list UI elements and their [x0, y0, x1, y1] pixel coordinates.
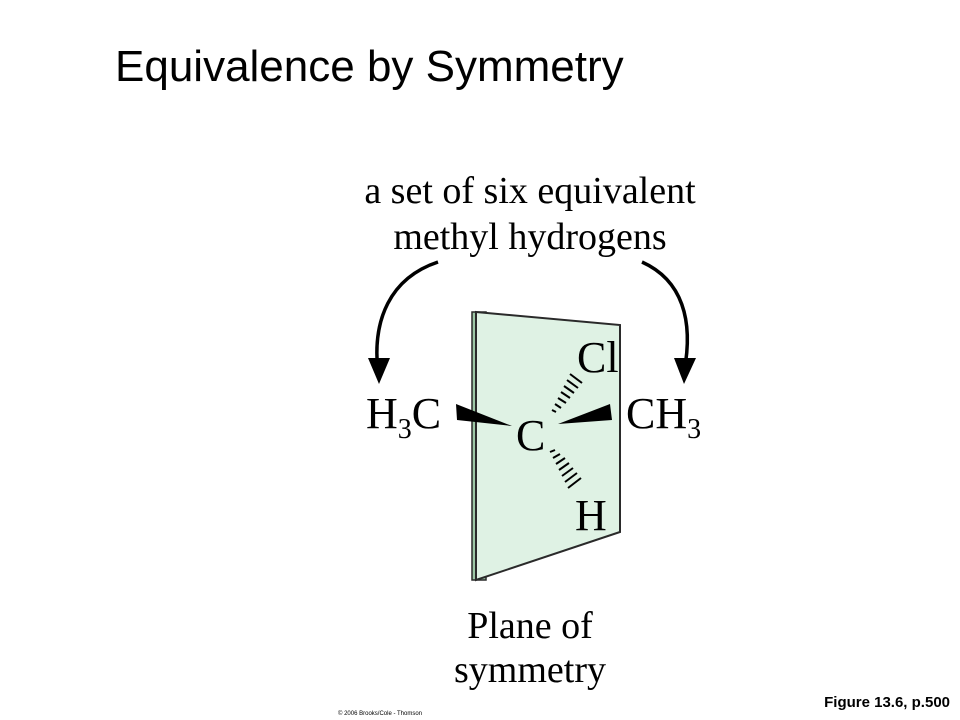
equivalent-hydrogens-label: a set of six equivalent methyl hydrogens [320, 168, 740, 260]
label-line-2: methyl hydrogens [393, 216, 667, 258]
chlorine-atom: Cl [577, 333, 619, 382]
hashed-bond-chlorine [551, 373, 583, 413]
left-arrowhead [368, 358, 390, 384]
plane-of-symmetry-label: Plane of symmetry [400, 604, 660, 692]
plane-label-line-1: Plane of [467, 605, 593, 647]
right-wedge-bond [558, 404, 612, 424]
left-methyl-group: H3C [366, 389, 442, 445]
hydrogen-atom: H [575, 491, 607, 540]
left-curved-arrow [375, 260, 439, 373]
right-curved-arrow [641, 260, 690, 373]
slide-title: Equivalence by Symmetry [115, 42, 624, 91]
copyright-notice: © 2006 Brooks/Cole - Thomson [338, 711, 423, 717]
right-methyl-group: CH3 [626, 389, 702, 445]
plane-label-line-2: symmetry [454, 649, 606, 691]
hashed-bond-hydrogen [549, 449, 582, 489]
right-arrowhead [674, 358, 696, 384]
central-carbon: C [516, 411, 546, 460]
label-line-1: a set of six equivalent [364, 170, 696, 212]
left-wedge-bond [456, 404, 512, 426]
figure-reference: Figure 13.6, p.500 [824, 694, 950, 711]
